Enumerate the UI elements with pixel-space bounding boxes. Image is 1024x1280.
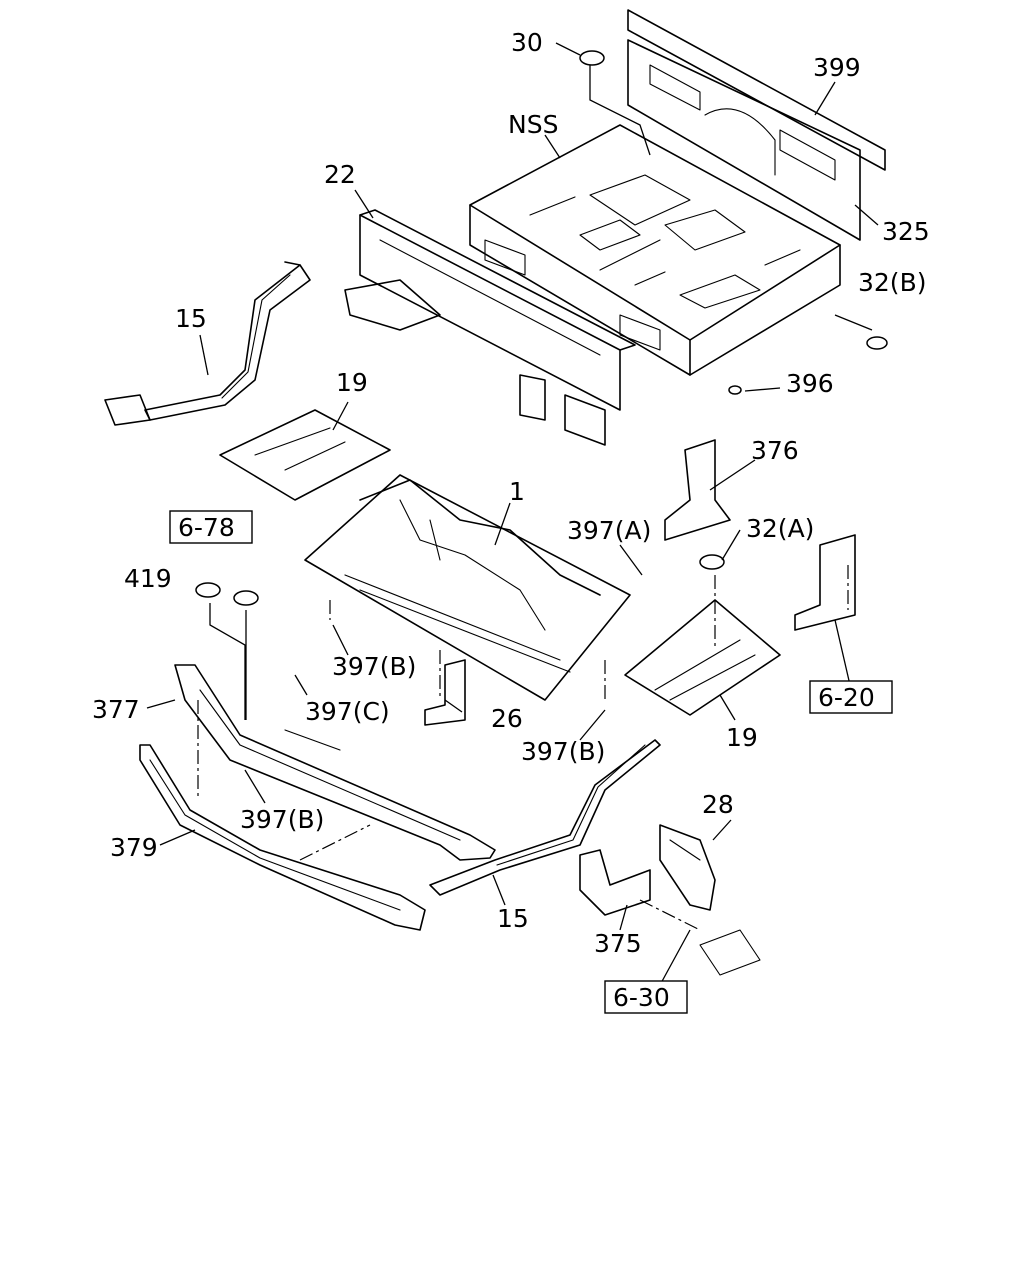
side-rail-15-top [104, 261, 311, 426]
callout-19-left: 19 [336, 368, 368, 397]
ref-6-20[interactable]: 6-20 [809, 680, 893, 714]
callout-19-right: 19 [726, 723, 758, 752]
callout-397b-right: 397(B) [521, 737, 605, 766]
callout-376: 376 [751, 436, 799, 465]
callout-375: 375 [594, 929, 642, 958]
assembly-lines [197, 565, 849, 931]
grommet-30 [579, 50, 605, 66]
ref-6-30[interactable]: 6-30 [604, 980, 688, 1014]
component-6-30 [699, 929, 761, 976]
ref-6-30-label: 6-30 [613, 983, 670, 1012]
callout-397a: 397(A) [567, 516, 651, 545]
callout-377: 377 [92, 695, 140, 724]
center-floor-1 [304, 474, 631, 701]
callout-419: 419 [124, 564, 172, 593]
leader-lines [146, 42, 879, 986]
side-rail-15-bottom [429, 739, 661, 896]
callout-26: 26 [491, 704, 523, 733]
callout-nss: NSS [508, 110, 558, 139]
callout-labels: 30 399 NSS 22 325 32(B) 15 396 19 376 1 … [92, 28, 930, 958]
callout-379: 379 [110, 833, 158, 862]
callout-397c: 397(C) [305, 697, 390, 726]
bracket-26 [424, 659, 466, 726]
grommet-419 [195, 582, 221, 598]
grommet-32a [699, 554, 725, 570]
grommet-32b [866, 336, 888, 350]
callout-30: 30 [511, 28, 543, 57]
callout-397b-bottom: 397(B) [240, 805, 324, 834]
bracket-375 [579, 849, 651, 916]
bracket-28 [659, 824, 716, 911]
callout-32a: 32(A) [746, 514, 814, 543]
cross-member-377 [174, 664, 496, 861]
callout-397b-mid: 397(B) [332, 652, 416, 681]
panel-6-20-piece [794, 534, 856, 631]
callout-32b: 32(B) [858, 268, 926, 297]
ref-6-20-label: 6-20 [818, 683, 875, 712]
floor-plate-19-left [219, 409, 391, 501]
floor-panel-nss [469, 124, 841, 376]
cross-member-22 [344, 209, 636, 446]
callout-15-bottom: 15 [497, 904, 529, 933]
oring-396 [728, 385, 742, 395]
callout-396: 396 [786, 369, 834, 398]
ref-6-78[interactable]: 6-78 [169, 510, 253, 544]
callout-325: 325 [882, 217, 930, 246]
callout-15-top: 15 [175, 304, 207, 333]
cross-member-379 [139, 744, 426, 931]
floor-plate-19-right [624, 599, 781, 716]
rear-panel-399 [627, 9, 886, 241]
grommet-6-78 [233, 590, 259, 606]
callout-399: 399 [813, 53, 861, 82]
callout-28: 28 [702, 790, 734, 819]
ref-6-78-label: 6-78 [178, 513, 235, 542]
bracket-376 [664, 439, 731, 541]
callout-22: 22 [324, 160, 356, 189]
callout-1: 1 [509, 477, 525, 506]
